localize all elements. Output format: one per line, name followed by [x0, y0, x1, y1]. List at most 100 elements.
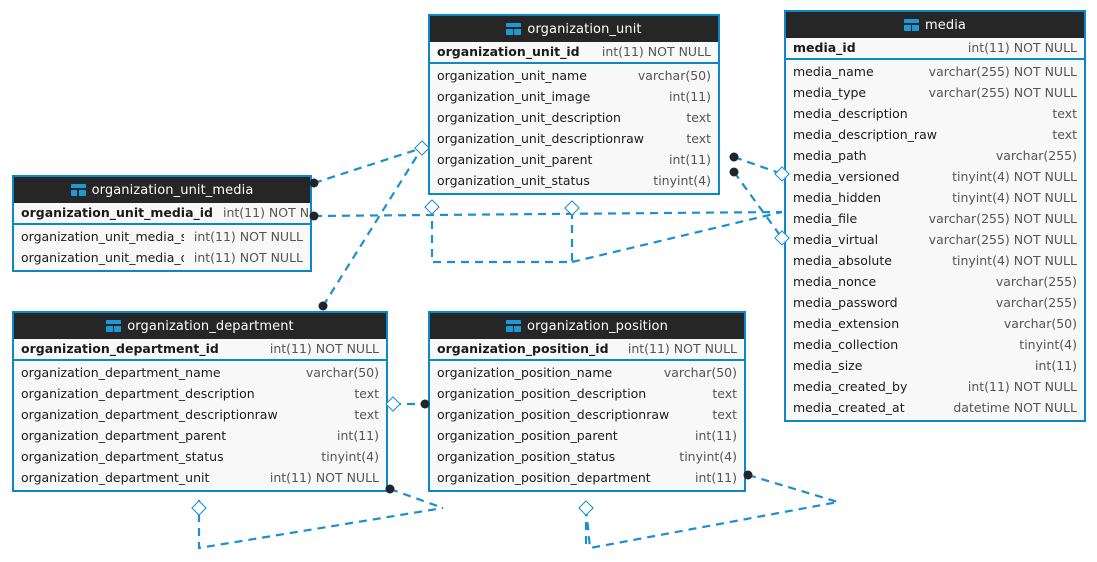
table-name: organization_department: [127, 318, 294, 334]
relation-dept-unit-to-unit: [322, 147, 423, 307]
column-type: varchar(255) NOT NULL: [928, 211, 1077, 226]
column-type: int(11): [695, 470, 737, 485]
column-type: int(11) NOT NULL: [223, 205, 310, 220]
column-name: organization_position_descriptionraw: [437, 407, 670, 422]
table-header-organization_unit_media[interactable]: organization_unit_media: [14, 177, 310, 203]
column-type: text: [686, 131, 711, 146]
column-name: organization_unit_name: [437, 68, 587, 83]
column-row[interactable]: organization_unit_status tinyint(4): [430, 170, 718, 191]
column-name: media_description: [793, 106, 908, 121]
column-name: organization_department_unit: [21, 470, 210, 485]
fk-dot-dept-top: [318, 301, 328, 311]
column-type: varchar(50): [305, 365, 379, 380]
column-name: organization_position_description: [437, 386, 647, 401]
table-name: organization_unit_media: [91, 182, 254, 198]
column-name: media_collection: [793, 337, 899, 352]
fk-dot-unit-stat: [729, 167, 739, 177]
column-type: int(11): [669, 89, 711, 104]
table-header-organization_department[interactable]: organization_department: [14, 313, 386, 339]
table-icon: [70, 184, 86, 196]
primary-key-row[interactable]: media_id int(11) NOT NULL: [786, 38, 1084, 60]
table-header-media[interactable]: media: [786, 12, 1084, 38]
fk-dot-pos-stat: [743, 470, 753, 480]
column-type: tinyint(4): [321, 449, 379, 464]
column-name: organization_position_status: [437, 449, 616, 464]
column-name: media_created_at: [793, 400, 905, 415]
column-name: organization_unit_description: [437, 110, 621, 125]
column-name: organization_unit_status: [437, 173, 590, 188]
column-name: organization_department_parent: [21, 428, 227, 443]
column-name: media_virtual: [793, 232, 879, 247]
column-name: organization_position_id: [437, 341, 609, 356]
column-name: organization_unit_parent: [437, 152, 593, 167]
column-type: int(11) NOT NULL: [967, 40, 1077, 55]
column-name: organization_unit_image: [437, 89, 591, 104]
column-name: media_versioned: [793, 169, 900, 184]
fk-dot-oum-dst: [309, 211, 319, 221]
column-name: media_id: [793, 40, 856, 55]
column-name: media_description_raw: [793, 127, 937, 142]
column-row[interactable]: organization_unit_image int(11): [430, 86, 718, 107]
table-header-organization_unit[interactable]: organization_unit: [430, 16, 718, 42]
pk-dia-unit-bot-1: [424, 199, 440, 215]
table-icon: [506, 320, 522, 332]
table-organization_department[interactable]: organization_department organization_depa…: [12, 311, 388, 492]
table-header-organization_position[interactable]: organization_position: [430, 313, 744, 339]
column-type: tinyint(4) NOT NULL: [952, 190, 1077, 205]
table-organization_unit_media[interactable]: organization_unit_media organization_unit…: [12, 175, 312, 272]
column-name: organization_unit_media_src: [21, 229, 184, 244]
table-icon: [506, 23, 522, 35]
pk-dia-pos-bot: [578, 500, 594, 516]
relation-unit-status-to-media: [733, 171, 783, 239]
relation-oum-dst-to-media: [313, 210, 783, 218]
relation-unit-parent-to-unit: [430, 207, 574, 264]
column-type: tinyint(4): [653, 173, 711, 188]
